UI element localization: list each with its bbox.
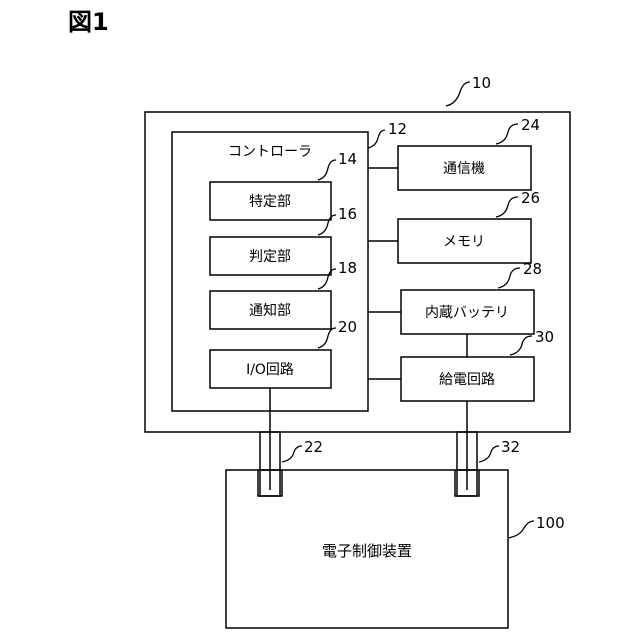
determination-unit-ref: 16 <box>338 205 357 223</box>
power-circuit-ref: 30 <box>535 328 554 346</box>
connector-22-ref: 22 <box>304 438 323 456</box>
connector-32-ref-leader <box>479 446 499 462</box>
connector-22-ref-leader <box>282 446 302 462</box>
memory-label: メモリ <box>443 234 485 250</box>
external-device-ref: 100 <box>536 514 565 532</box>
communicator-ref: 24 <box>521 116 540 134</box>
power-circuit-label: 給電回路 <box>439 372 495 388</box>
identification-unit-ref: 14 <box>338 150 357 168</box>
io-circuit-label: I/O回路 <box>246 362 294 378</box>
memory-ref: 26 <box>521 189 540 207</box>
external-device-ref-leader <box>508 521 534 538</box>
identification-unit-label: 特定部 <box>249 194 291 210</box>
external-device-label: 電子制御装置 <box>322 542 412 560</box>
controller-ref: 12 <box>388 120 407 138</box>
device-ref-leader <box>446 82 470 106</box>
controller-label: コントローラ <box>228 144 312 160</box>
notification-unit-label: 通知部 <box>249 302 291 319</box>
figure-title: 図1 <box>68 8 109 36</box>
battery-ref: 28 <box>523 260 542 278</box>
battery-label: 内蔵バッテリ <box>425 305 509 321</box>
communicator-label: 通信機 <box>443 161 485 177</box>
connector-32-ref: 32 <box>501 438 520 456</box>
device-ref: 10 <box>472 74 491 92</box>
determination-unit-label: 判定部 <box>249 249 291 265</box>
notification-unit-ref: 18 <box>338 259 357 277</box>
io-circuit-ref: 20 <box>338 318 357 336</box>
